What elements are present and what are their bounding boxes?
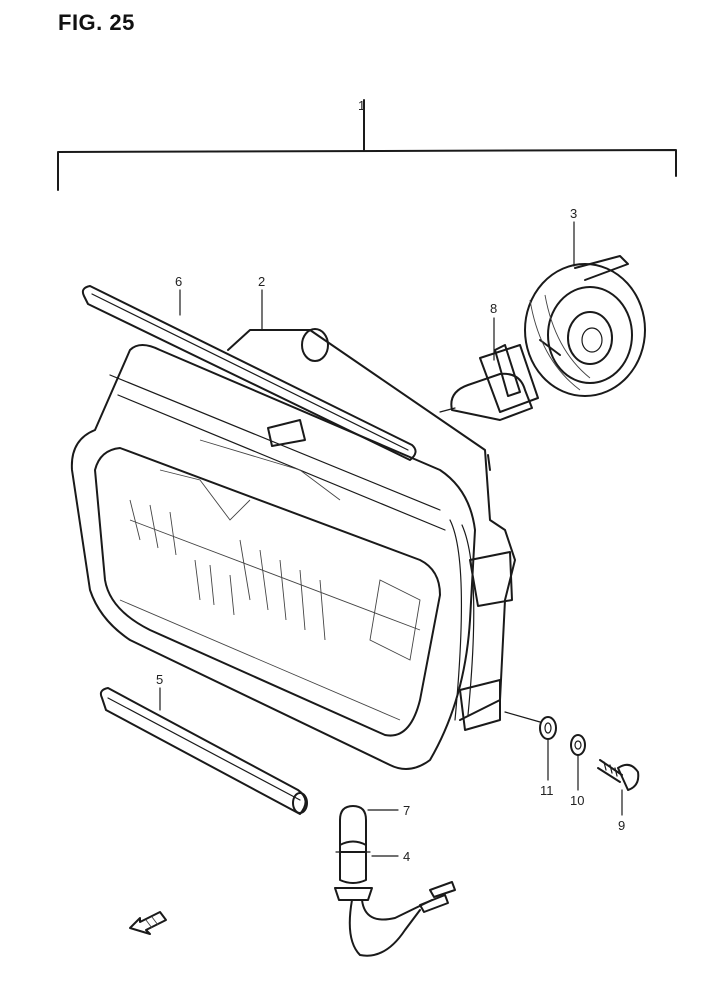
headlight-bulb[interactable]: [439, 344, 539, 421]
assembly-bracket: [57, 99, 677, 191]
bulb-socket-cover[interactable]: [524, 255, 646, 397]
callout-7: 7: [403, 803, 410, 818]
callout-11: 11: [540, 783, 554, 798]
callout-9: 9: [618, 818, 625, 833]
position-lamp-bulb[interactable]: [335, 805, 371, 853]
headlight-lens[interactable]: [70, 344, 476, 770]
callout-3: 3: [570, 206, 577, 221]
headlight-housing[interactable]: [227, 328, 516, 731]
upper-rubber-strip[interactable]: [81, 285, 417, 461]
lower-rubber-strip[interactable]: [99, 687, 308, 815]
flat-washer[interactable]: [539, 716, 557, 740]
lock-washer[interactable]: [570, 734, 586, 756]
callout-6: 6: [175, 274, 182, 289]
mounting-screw[interactable]: [597, 759, 640, 791]
callout-5: 5: [156, 672, 163, 687]
position-lamp-socket[interactable]: [334, 840, 456, 957]
callout-2: 2: [258, 274, 265, 289]
leader-lines: [159, 221, 623, 857]
figure-title: FIG. 25: [58, 10, 135, 35]
callout-10: 10: [570, 793, 584, 808]
callout-1: 1: [358, 98, 365, 113]
callout-8: 8: [490, 301, 497, 316]
callout-4: 4: [403, 849, 410, 864]
callout-labels: 1 2 3 4 5 6 7 8 9 10 11: [156, 98, 625, 864]
front-arrow-icon: [129, 911, 167, 935]
